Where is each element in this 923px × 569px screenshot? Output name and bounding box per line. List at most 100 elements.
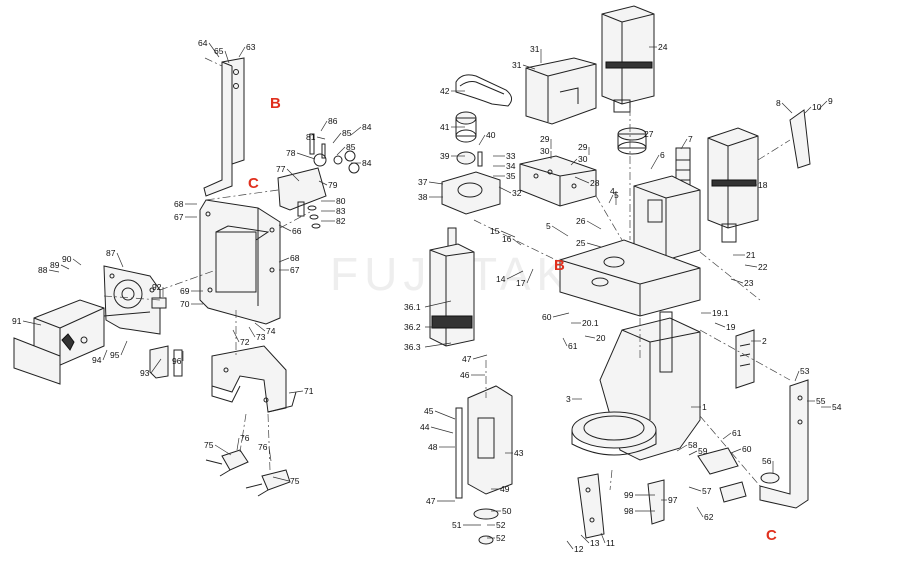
part-number-label: 99 [624,490,634,500]
part-number-label: 60 [742,444,752,454]
part-number-label: 97 [668,495,678,505]
reference-mark-c: C [248,175,259,192]
leader-line [506,270,524,280]
part-number-label: 47 [426,496,436,506]
part-number-label: 85 [342,128,352,138]
leader-line [551,225,569,237]
reference-mark-c: C [766,527,777,544]
part-number-label: 32 [512,188,522,198]
part-number-label: 17 [516,278,526,288]
part-number-label: 84 [362,122,372,132]
part-number-label: 86 [328,116,338,126]
part-number-label: 20.1 [582,318,599,328]
leader-line [350,126,362,136]
part-number-label: 39 [440,151,450,161]
part-number-label: 43 [514,448,524,458]
part-number-label: 59 [698,446,708,456]
leader-line [22,320,42,326]
part-number-label: 62 [704,512,714,522]
leader-line [278,224,292,232]
part-number-label: 63 [246,42,256,52]
leader-line [120,340,128,356]
leader-line [254,322,266,332]
part-number-label: 73 [256,332,266,342]
part-number-label: 72 [240,337,250,347]
part-number-label: 16 [502,234,512,244]
part-number-label: 80 [336,196,346,206]
leader-line [336,146,346,156]
part-number-label: 67 [290,265,300,275]
leader-line [608,194,614,204]
part-number-label: 65 [214,46,224,56]
part-number-label: 14 [496,274,506,284]
part-number-label: 74 [266,326,276,336]
part-number-label: 36.1 [404,302,421,312]
leader-line [584,335,596,339]
part-number-label: 19.1 [712,308,729,318]
part-number-label: 44 [420,422,430,432]
part-number-label: 81 [306,132,316,142]
leader-line [781,102,793,114]
part-number-label: 6 [660,150,665,160]
part-number-label: 1 [702,402,707,412]
part-number-label: 79 [328,180,338,190]
leader-line [570,158,578,166]
part-number-label: 18 [758,180,768,190]
part-number-label: 68 [290,253,300,263]
part-number-label: 76 [240,433,250,443]
leader-line [72,258,82,266]
part-number-label: 71 [304,386,314,396]
leader-line [744,264,758,268]
leader-line [214,444,232,456]
leader-line [318,180,328,186]
leader-line [696,506,704,518]
part-number-label: 83 [336,206,346,216]
leader-line [526,268,534,284]
part-number-label: 8 [776,98,781,108]
leader-line [238,46,246,58]
part-number-label: 90 [62,254,72,264]
leader-line [434,410,456,420]
part-number-label: 38 [418,192,428,202]
leader-line [512,238,522,246]
part-number-label: 84 [362,158,372,168]
part-number-label: 64 [198,38,208,48]
part-number-label: 91 [12,316,22,326]
leader-line [472,354,488,360]
part-number-label: 7 [688,134,693,144]
leader-line [498,186,512,194]
part-number-label: 58 [688,440,698,450]
part-number-label: 29 [578,142,588,152]
reference-mark-b: B [270,95,281,112]
part-number-label: 75 [290,476,300,486]
leader-line [150,358,162,374]
part-number-label: 93 [140,368,150,378]
part-number-label: 3 [566,394,571,404]
leader-line [424,342,452,348]
part-number-label: 37 [418,177,428,187]
part-number-label: 88 [38,265,48,275]
leader-line [600,532,606,544]
part-number-label: 54 [832,402,842,412]
leader-line [232,329,240,343]
part-number-label: 76 [258,442,268,452]
part-number-label: 30 [578,154,588,164]
part-number-label: 48 [428,442,438,452]
part-number-label: 29 [540,134,550,144]
left-assembly-drawing [13,57,360,497]
part-number-label: 12 [574,544,584,554]
part-number-label: 11 [606,538,615,548]
leader-line [552,312,570,318]
part-number-label: 56 [762,456,772,466]
part-number-label: 95 [110,350,120,360]
leader-line [268,446,272,462]
leader-line [522,64,536,70]
leader-line [586,220,602,230]
leader-line [296,152,316,160]
part-number-label: 23 [744,278,754,288]
leader-line [722,432,732,440]
leader-line [574,176,590,184]
leader-line [714,322,726,328]
